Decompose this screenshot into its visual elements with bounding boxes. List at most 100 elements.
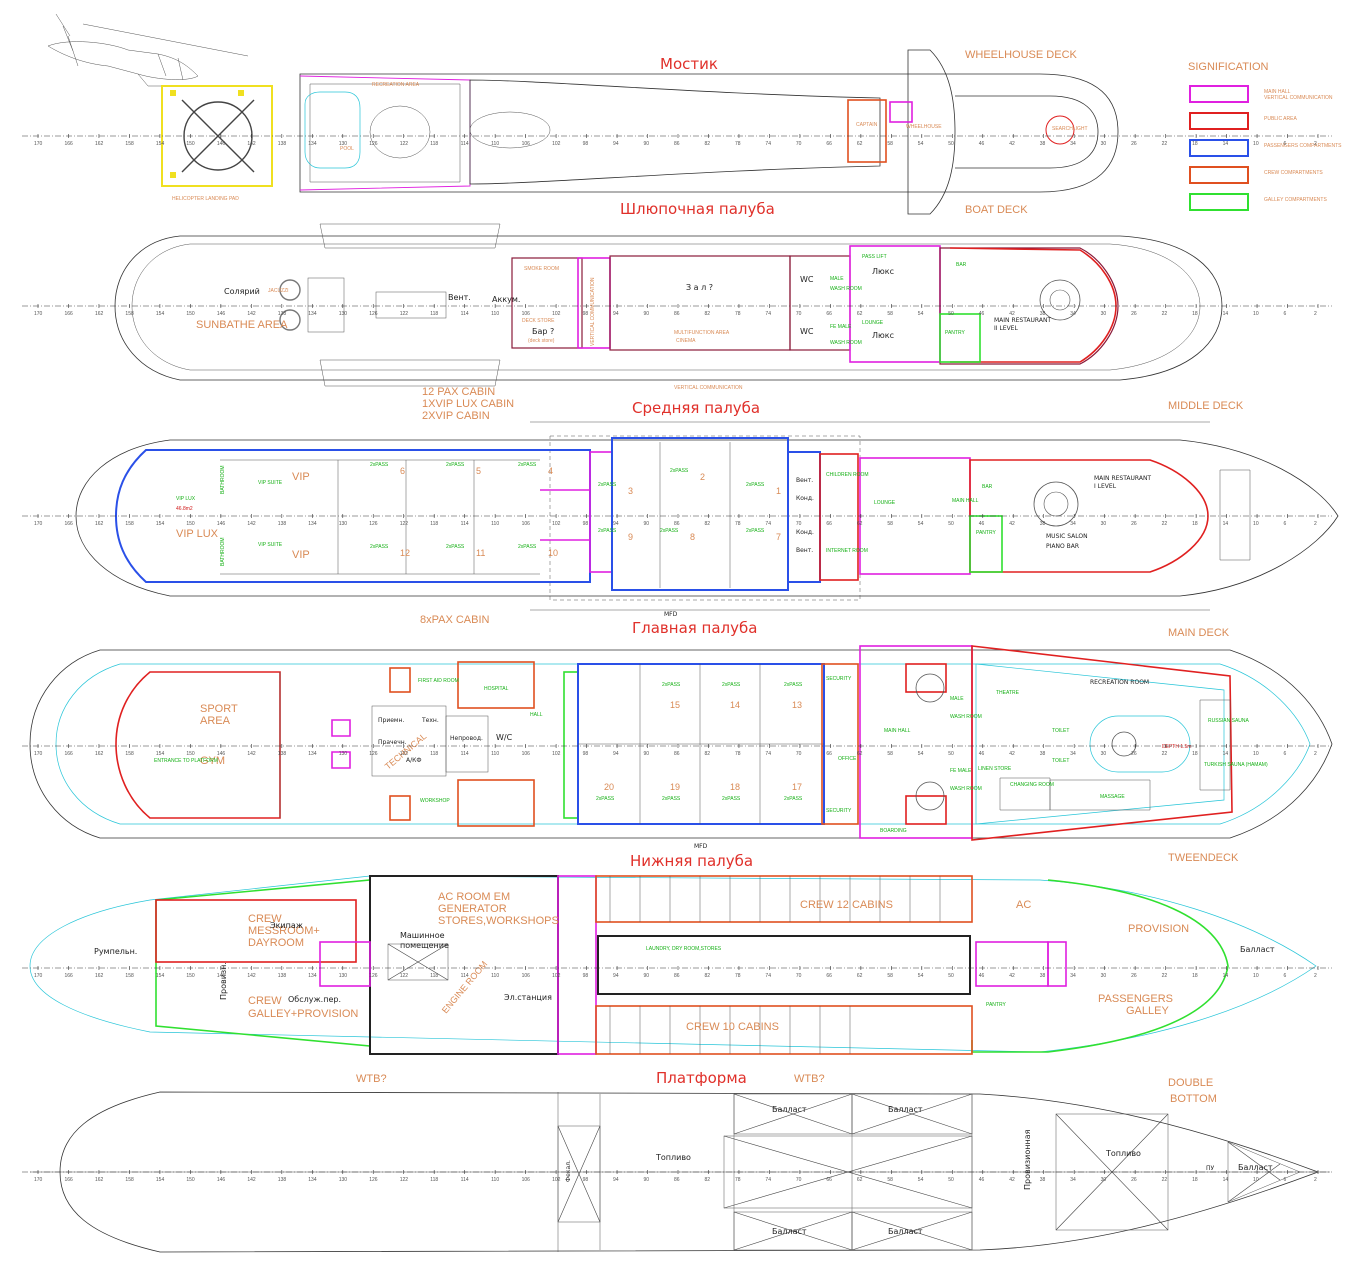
frame-number: 102 <box>552 751 561 757</box>
label-laundry: LAUNDRY, DRY ROOM,STORES <box>646 946 722 952</box>
frame-number: 154 <box>156 973 165 979</box>
label-wc-main: W/C <box>496 733 513 742</box>
label-tekhn: Техн. <box>421 717 439 724</box>
label-bar-mid: BAR <box>982 484 993 490</box>
frame-number: 58 <box>887 1177 893 1183</box>
label-security-1: SECURITY <box>826 676 852 682</box>
label-toilet-2: TOILET <box>1052 758 1069 764</box>
label-mess3: DAYROOM <box>248 937 304 949</box>
label-pantry-mid: PANTRY <box>976 530 996 536</box>
frame-number: 6 <box>1284 973 1287 979</box>
frame-number: 162 <box>95 141 104 147</box>
frame-number: 86 <box>674 1177 680 1183</box>
cabin-number: 4 <box>548 466 553 476</box>
label-changing: CHANGING ROOM <box>1010 782 1054 788</box>
frame-number: 86 <box>674 751 680 757</box>
label-helipad: HELICOPTER LANDING PAD <box>172 196 239 202</box>
frame-number: 162 <box>95 1177 104 1183</box>
frame-number: 18 <box>1192 141 1198 147</box>
label-recreation-area: RECREATION AREA <box>372 82 420 88</box>
frame-number: 26 <box>1131 521 1137 527</box>
label-pantry-tween: PANTRY <box>986 1002 1006 1008</box>
label-first-aid: FIRST AID ROOM <box>418 678 459 684</box>
label-nepovod: Непровод. <box>450 735 483 742</box>
frame-number: 50 <box>948 311 954 317</box>
frame-number: 114 <box>461 751 469 757</box>
frame-number: 102 <box>552 311 561 317</box>
label-level-2: II LEVEL <box>994 325 1018 332</box>
frame-number: 82 <box>704 141 710 147</box>
frame-number: 110 <box>491 521 499 527</box>
frame-number: 6 <box>1284 1177 1287 1183</box>
frame-number: 138 <box>278 311 287 317</box>
frame-number: 50 <box>948 751 954 757</box>
frame-number: 86 <box>674 141 680 147</box>
label-linen: LINEN STORE <box>978 766 1012 772</box>
frame-number: 102 <box>552 973 561 979</box>
label-galley-1: CREW <box>248 995 282 1007</box>
label-pool: POOL <box>340 146 354 152</box>
wheelhouse-deck: Мостик WHEELHOUSE DECK HELICOPTER LANDIN… <box>22 49 1332 215</box>
cabins-note-middle: 8xPAX CABIN <box>420 614 490 626</box>
frame-number: 66 <box>826 1177 832 1183</box>
label-wtb-2: WTB? <box>794 1073 825 1085</box>
frame-number: 30 <box>1101 751 1107 757</box>
frame-number: 66 <box>826 311 832 317</box>
frame-number: 90 <box>644 521 650 527</box>
frame-number: 6 <box>1284 141 1287 147</box>
label-ac-room-2: GENERATOR <box>438 903 507 915</box>
cabin-pax: 2xPASS <box>370 544 389 550</box>
cabin-pax: 2xPASS <box>370 462 389 468</box>
frame-number: 58 <box>887 311 893 317</box>
frame-number: 118 <box>430 521 438 527</box>
frame-number: 62 <box>857 751 863 757</box>
frame-number: 122 <box>400 521 409 527</box>
label-vip-2: VIP <box>292 549 310 561</box>
label-theatre: THEATRE <box>996 690 1020 696</box>
frame-number: 78 <box>735 751 741 757</box>
label-bathroom-2: BATHROOM <box>220 537 226 566</box>
frame-number: 154 <box>156 311 165 317</box>
deck-title-en: MAIN DECK <box>1168 627 1230 639</box>
deck-title-ru: Шлюпочная палуба <box>620 200 775 218</box>
frame-number: 154 <box>156 751 165 757</box>
cabin-number: 14 <box>730 700 740 710</box>
frame-number: 22 <box>1162 521 1168 527</box>
frame-number: 122 <box>400 1177 409 1183</box>
label-ballast-p4: Балласт <box>888 1227 923 1236</box>
label-vip-suite-2: VIP SUITE <box>258 542 283 548</box>
label-turkish-sauna: TURKISH SAUNA (HAMAM) <box>1204 762 1268 768</box>
cabin-pax: 2xPASS <box>722 682 741 688</box>
frame-number: 10 <box>1253 1177 1259 1183</box>
label-hospital: HOSPITAL <box>484 686 509 692</box>
cabin-pax: 2xPASS <box>662 796 681 802</box>
frame-number: 50 <box>948 141 954 147</box>
legend-label: GALLEY COMPARTMENTS <box>1264 197 1327 203</box>
cabin-pax: 2xPASS <box>746 528 765 534</box>
frame-number: 22 <box>1162 751 1168 757</box>
frame-number: 122 <box>400 141 409 147</box>
label-lux-2: Люкс <box>872 331 894 340</box>
frame-number: 130 <box>339 311 348 317</box>
frame-number: 106 <box>522 521 531 527</box>
legend-label: CREW COMPARTMENTS <box>1264 170 1323 176</box>
frame-number: 6 <box>1284 311 1287 317</box>
frame-number: 14 <box>1223 1177 1229 1183</box>
label-bar-boat: Бар ? <box>532 327 554 336</box>
cabin-number: 20 <box>604 782 614 792</box>
label-sport: SPORT <box>200 703 238 715</box>
frame-number: 134 <box>308 311 317 317</box>
frame-number: 98 <box>583 751 589 757</box>
label-crew-12: CREW 12 CABINS <box>800 899 893 911</box>
label-provision: PROVISION <box>1128 923 1189 935</box>
frame-number: 118 <box>430 973 438 979</box>
frame-number: 166 <box>64 311 73 317</box>
frame-number: 22 <box>1162 1177 1168 1183</box>
frame-number: 106 <box>522 973 531 979</box>
cabin-pax: 2xPASS <box>598 528 617 534</box>
cabin-pax: 2xPASS <box>446 544 465 550</box>
frame-number: 22 <box>1162 311 1168 317</box>
frame-number: 94 <box>613 521 619 527</box>
frame-number: 74 <box>765 973 771 979</box>
